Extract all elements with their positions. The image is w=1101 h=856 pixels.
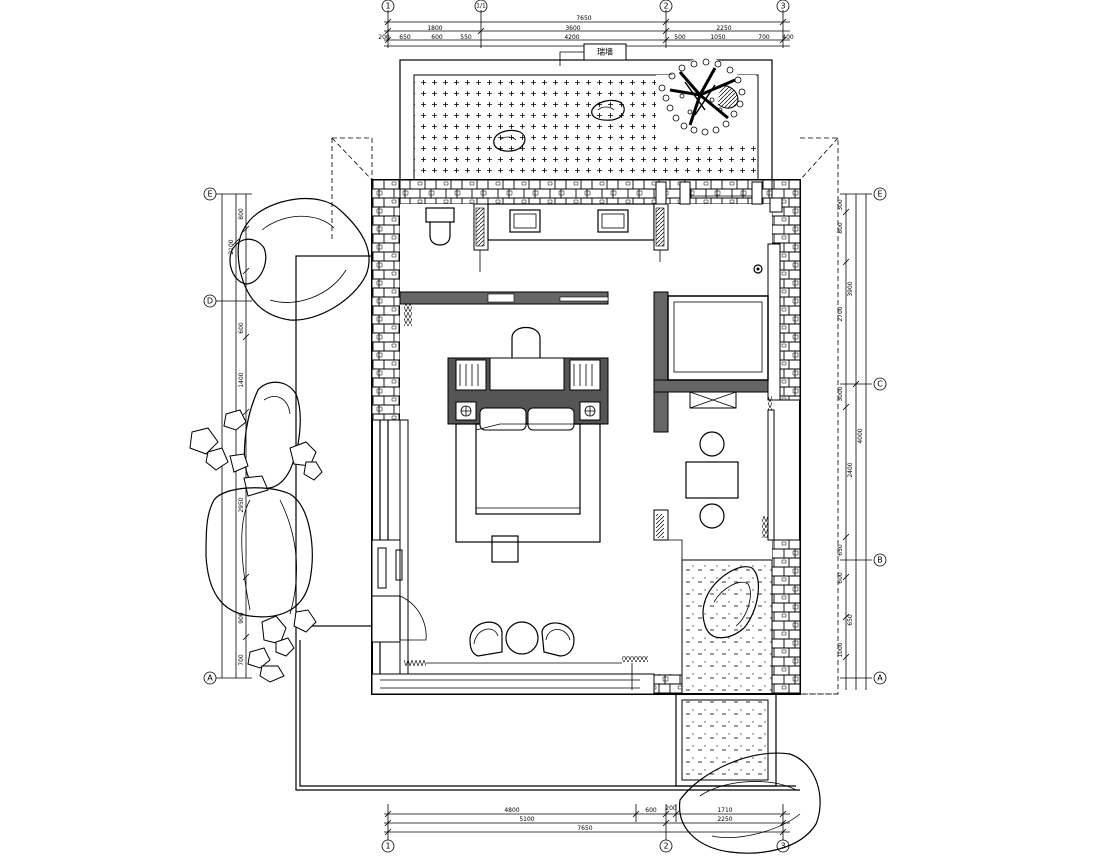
bottom-dimensions: 4800 600 200 1710 5100 2250 7650 1 2 3 [381, 804, 790, 853]
grid-bubble-right-e [873, 187, 887, 201]
dim-top-overall-1: 7650 [576, 15, 591, 22]
grid-bubble-right-b [873, 553, 887, 567]
grid-label-top-2: 2 [663, 2, 668, 11]
bathtub [667, 295, 769, 381]
dim-bottom-5: 5100 [519, 816, 534, 823]
dim-right-7: 650 [837, 544, 844, 556]
dim-bottom-1: 4800 [504, 807, 519, 814]
dim-right-11: 4000 [857, 428, 864, 443]
dim-top-s8: 700 [758, 34, 770, 41]
dining-set [685, 431, 739, 529]
grid-label-right-e: E [877, 190, 882, 199]
dim-top-s2: 650 [399, 34, 411, 41]
dim-right-4: 3900 [847, 281, 854, 296]
bed [447, 326, 609, 563]
grid-label-top-1: 1 [385, 2, 390, 11]
roof-eaves-outline [331, 137, 839, 695]
grid-bubble-left-e [203, 187, 217, 201]
right-dimensions: 300 800 2700 3900 3000 2400 650 600 1000… [837, 187, 887, 690]
grid-bubble-left-d [203, 294, 217, 308]
dim-top-overall-2: 2250 [716, 25, 731, 32]
grid-label-top-3: 3 [780, 2, 785, 11]
dim-bottom-2: 600 [645, 807, 657, 814]
rock-2 [591, 99, 625, 121]
entry-deck [675, 693, 777, 787]
rock-1 [493, 129, 526, 152]
dim-top-s7: 1050 [710, 34, 725, 41]
dim-left-2: 2100 [228, 239, 235, 254]
grid-bubble-top-1 [381, 0, 395, 13]
dim-bottom-3: 200 [665, 805, 677, 812]
dim-bottom-6: 2250 [717, 816, 732, 823]
grid-bubble-right-c [873, 377, 887, 391]
grid-label-right-b: B [877, 556, 883, 565]
dim-right-1: 300 [837, 199, 844, 211]
sink-icon [509, 209, 541, 233]
dim-top-s6: 500 [674, 34, 686, 41]
patio-rock [702, 566, 759, 639]
dim-left-1: 800 [238, 208, 245, 220]
grid-bubble-right-a [873, 671, 887, 685]
large-rock-2 [243, 381, 301, 489]
toilet-icon [425, 207, 455, 246]
grid-label-left-d: D [207, 297, 213, 306]
grid-label-bottom-3: 3 [780, 842, 785, 851]
dim-top-mid-1: 1800 [427, 25, 442, 32]
dim-right-3: 2700 [837, 306, 844, 321]
dim-right-9: 1000 [837, 642, 844, 657]
grid-bubble-top-3 [776, 0, 790, 13]
grid-label-left-a: A [207, 674, 213, 683]
dim-top-mid-2: 3600 [565, 25, 580, 32]
left-garden [189, 198, 800, 791]
grid-bubble-left-a [203, 671, 217, 685]
top-dimensions: 7650 2250 1800 3600 200 650 600 550 4200… [378, 0, 794, 48]
grid-label-top-1-1: 1/1 [476, 3, 486, 10]
dim-top-s3: 600 [431, 34, 443, 41]
dim-left-7: 700 [238, 654, 245, 666]
grid-label-bottom-1: 1 [385, 842, 390, 851]
dim-right-6: 2400 [847, 462, 854, 477]
grid-label-right-a: A [877, 674, 883, 683]
building [371, 179, 801, 695]
grid-bubble-bottom-1 [381, 839, 395, 853]
dim-bottom-7: 7650 [577, 825, 592, 832]
grid-bubble-top-1-1 [474, 0, 488, 13]
dim-bottom-4: 1710 [717, 807, 732, 814]
dim-top-s1: 200 [378, 34, 390, 41]
lounge-set [469, 621, 575, 657]
grid-bubble-top-2 [659, 0, 673, 13]
large-rock-1 [237, 198, 370, 321]
dim-top-s9: 400 [782, 34, 794, 41]
dim-left-5: 2950 [238, 497, 245, 512]
grid-label-bottom-2: 2 [663, 842, 668, 851]
label-box-text: 瑞墙 [597, 47, 613, 57]
sink-icon [597, 209, 629, 233]
top-courtyard: 瑞墙 [399, 43, 773, 181]
stool [491, 535, 519, 563]
dim-right-10: 650 [847, 614, 854, 626]
dim-top-s5: 4200 [564, 34, 579, 41]
dim-left-6: 900 [238, 612, 245, 624]
grid-label-left-e: E [207, 190, 212, 199]
tree-icon [658, 58, 746, 138]
dim-left-4: 1400 [238, 372, 245, 387]
dim-right-8: 600 [837, 572, 844, 584]
dim-top-s4: 550 [460, 34, 472, 41]
dim-right-5: 3000 [837, 386, 844, 401]
grid-bubble-bottom-2 [659, 839, 673, 853]
dim-left-3: 600 [238, 322, 245, 334]
large-rock-3 [205, 487, 313, 618]
grid-label-right-c: C [877, 380, 883, 389]
dim-right-2: 800 [837, 222, 844, 234]
